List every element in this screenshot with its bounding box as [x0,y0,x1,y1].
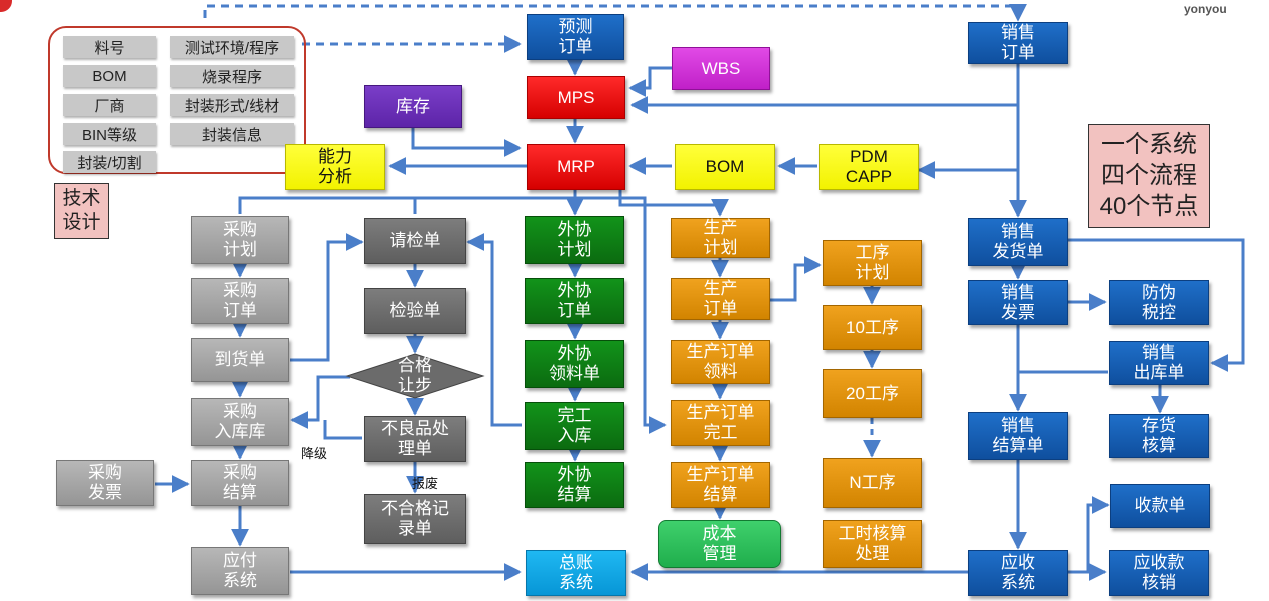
production-plan-node[interactable]: 生产 计划 [671,218,770,258]
receipt-node[interactable]: 收款单 [1110,484,1210,528]
tag-bom: BOM [63,65,156,87]
pass-concession-label: 合格 让步 [398,356,432,395]
payables-system-node[interactable]: 应付 系统 [191,547,289,595]
tag-vendor: 厂商 [63,94,156,116]
receivables-writeoff-node[interactable]: 应收款 核销 [1109,550,1209,596]
tag-package-info: 封装信息 [170,123,294,145]
anti-counterfeit-tax-node[interactable]: 防伪 税控 [1109,280,1209,325]
purchase-order-node[interactable]: 采购 订单 [191,278,289,324]
tag-package-cut: 封装/切割 [63,151,156,173]
mrp-node[interactable]: MRP [527,144,625,190]
purchase-settlement-node[interactable]: 采购 结算 [191,460,289,506]
production-settlement-node[interactable]: 生产订单 结算 [671,462,770,508]
attribute-panel [48,26,306,174]
sales-settlement-node[interactable]: 销售 结算单 [968,412,1068,460]
completion-receipt-node[interactable]: 完工 入库 [525,402,624,450]
purchase-receipt-node[interactable]: 采购 入库库 [191,398,289,446]
operation-10-node[interactable]: 10工序 [823,305,922,350]
bom-node[interactable]: BOM [675,144,775,190]
sales-order-node[interactable]: 销售 订单 [968,22,1068,64]
nonconforming-record-node[interactable]: 不合格记 录单 [364,494,466,544]
tag-burn-program: 烧录程序 [170,65,294,87]
tag-package-form: 封装形式/线材 [170,94,294,116]
outsource-picking-node[interactable]: 外协 领料单 [525,340,624,388]
general-ledger-node[interactable]: 总账 系统 [526,550,626,596]
mps-node[interactable]: MPS [527,76,625,119]
purchase-plan-node[interactable]: 采购 计划 [191,216,289,264]
labor-costing-node[interactable]: 工时核算 处理 [823,520,922,568]
cost-management-node[interactable]: 成本 管理 [658,520,781,568]
production-order-node[interactable]: 生产 订单 [671,278,770,320]
system-summary-note: 一个系统 四个流程 40个节点 [1088,124,1210,228]
inventory-node[interactable]: 库存 [364,85,462,128]
brand-logo: yonyou [1184,2,1227,16]
capacity-analysis-node[interactable]: 能力 分析 [285,144,385,190]
operation-20-node[interactable]: 20工序 [823,369,922,418]
sales-invoice-node[interactable]: 销售 发票 [968,280,1068,325]
inspection-request-node[interactable]: 请检单 [364,218,466,264]
pdm-capp-node[interactable]: PDM CAPP [819,144,919,190]
sales-outbound-node[interactable]: 销售 出库单 [1109,341,1209,385]
purchase-invoice-node[interactable]: 采购 发票 [56,460,154,506]
sales-delivery-node[interactable]: 销售 发货单 [968,218,1068,266]
pass-concession-diamond[interactable] [345,352,485,400]
outsource-order-node[interactable]: 外协 订单 [525,278,624,324]
production-picking-node[interactable]: 生产订单 领料 [671,340,770,384]
outsource-plan-node[interactable]: 外协 计划 [525,216,624,264]
arrival-note-node[interactable]: 到货单 [191,338,289,382]
operation-n-node[interactable]: N工序 [823,458,922,508]
tag-bin-level: BIN等级 [63,123,156,145]
tech-design-note: 技术 设计 [54,183,109,239]
production-completion-node[interactable]: 生产订单 完工 [671,400,770,446]
tag-part-number: 料号 [63,36,156,58]
inventory-accounting-node[interactable]: 存货 核算 [1109,414,1209,458]
downgrade-label: 降级 [301,446,328,461]
inspection-note-node[interactable]: 检验单 [364,288,466,334]
wbs-node[interactable]: WBS [672,47,770,90]
operation-plan-node[interactable]: 工序 计划 [823,240,922,286]
tag-test-env: 测试环境/程序 [170,36,294,58]
receivables-system-node[interactable]: 应收 系统 [968,550,1068,596]
forecast-order-node[interactable]: 预测 订单 [527,14,624,60]
outsource-settlement-node[interactable]: 外协 结算 [525,462,624,508]
defect-handling-node[interactable]: 不良品处 理单 [364,416,466,462]
scrap-label: 报废 [412,476,439,491]
